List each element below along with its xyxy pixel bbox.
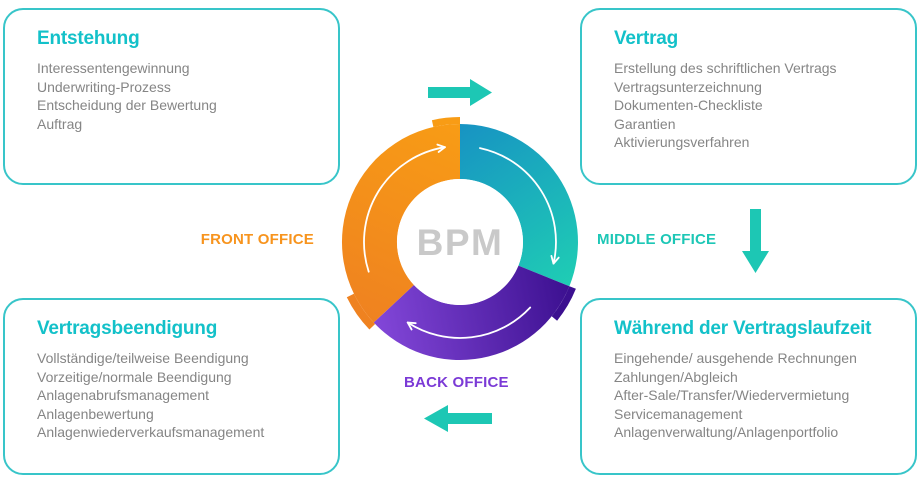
flow-arrow-down-icon bbox=[742, 209, 769, 273]
middle-office-label: MIDDLE OFFICE bbox=[597, 231, 717, 248]
box-title-entstehung: Entstehung bbox=[37, 28, 140, 49]
flow-arrow-left-icon bbox=[424, 405, 492, 432]
list-item: Interessentengewinnung bbox=[37, 60, 190, 76]
box-title-vertragslaufzeit: Während der Vertragslaufzeit bbox=[614, 318, 872, 339]
list-item: Vorzeitige/normale Beendigung bbox=[37, 368, 232, 385]
box-entstehung: Entstehung Interessentengewinnung Underw… bbox=[3, 8, 340, 185]
ring-lip-purple-start bbox=[551, 286, 576, 321]
box-items: Eingehende/ ausgehende Rechnungen Zahlun… bbox=[614, 349, 885, 442]
ring-lip-orange-start bbox=[346, 293, 376, 330]
list-item: Vertragsunterzeichnung bbox=[614, 78, 762, 95]
list-item: Anlagenabrufsmanagement bbox=[37, 387, 210, 403]
back-office-label: BACK OFFICE bbox=[404, 374, 509, 391]
list-item: Anlagenbewertung bbox=[37, 405, 154, 422]
front-office-label: FRONT OFFICE bbox=[200, 231, 314, 248]
cycle-arrow-front-office-icon bbox=[363, 143, 446, 273]
list-item: Zahlungen/Abgleich bbox=[614, 368, 738, 385]
list-item: Eingehende/ ausgehende Rechnungen bbox=[614, 350, 857, 366]
bpm-cycle-ring: BPM bbox=[341, 117, 578, 361]
box-items: Vollständige/teilweise Beendigung Vorzei… bbox=[37, 349, 308, 442]
list-item: Underwriting-Prozess bbox=[37, 78, 171, 95]
bpm-center-label: BPM bbox=[417, 222, 504, 263]
box-vertrag: Vertrag Erstellung des schriftlichen Ver… bbox=[580, 8, 917, 185]
list-item: Vollständige/teilweise Beendigung bbox=[37, 350, 249, 366]
ring-segment-back-office bbox=[373, 265, 570, 361]
box-title-vertrag: Vertrag bbox=[614, 28, 679, 49]
list-item: Erstellung des schriftlichen Vertrags bbox=[614, 60, 837, 76]
box-items: Erstellung des schriftlichen Vertrags Ve… bbox=[614, 59, 885, 152]
ring-segment-front-office bbox=[341, 124, 460, 323]
list-item: Servicemanagement bbox=[614, 405, 743, 422]
flow-arrow-right-icon bbox=[428, 79, 492, 106]
list-item: Garantien bbox=[614, 115, 676, 132]
list-item: Anlagenverwaltung/Anlagenportfolio bbox=[614, 424, 839, 440]
ring-segment-middle-office bbox=[460, 124, 578, 287]
list-item: Anlagenwiederverkaufsmanagement bbox=[37, 424, 265, 440]
cycle-arrow-middle-office-icon bbox=[479, 147, 560, 265]
ring-lip-orange-top bbox=[431, 117, 460, 127]
center-hub bbox=[397, 179, 523, 305]
box-items: Interessentengewinnung Underwriting-Proz… bbox=[37, 59, 308, 133]
list-item: Auftrag bbox=[37, 115, 83, 132]
box-title-vertragsbeendigung: Vertragsbeendigung bbox=[37, 318, 218, 339]
box-vertragsbeendigung: Vertragsbeendigung Vollständige/teilweis… bbox=[3, 298, 340, 475]
list-item: Entscheidung der Bewertung bbox=[37, 97, 217, 113]
list-item: Aktivierungsverfahren bbox=[614, 134, 750, 150]
box-vertragslaufzeit: Während der Vertragslaufzeit Eingehende/… bbox=[580, 298, 917, 475]
list-item: After-Sale/Transfer/Wiedervermietung bbox=[614, 387, 850, 403]
cycle-arrow-back-office-icon bbox=[406, 306, 532, 339]
list-item: Dokumenten-Checkliste bbox=[614, 97, 763, 113]
